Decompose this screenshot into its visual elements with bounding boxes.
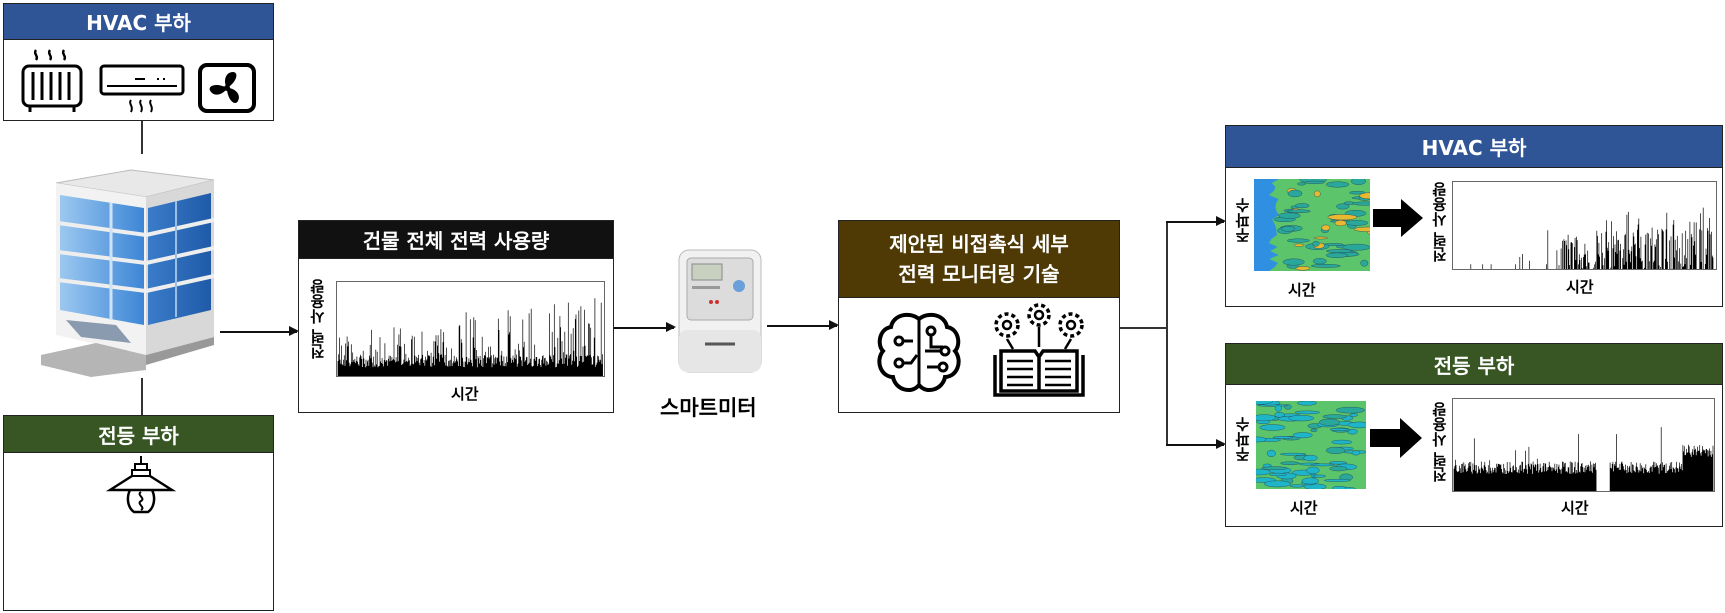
right-arrow-icon bbox=[1370, 418, 1422, 458]
right-arrow-icon bbox=[1373, 199, 1423, 237]
total-usage-xlabel: 시간 bbox=[451, 385, 479, 403]
brain-circuit-icon bbox=[877, 312, 961, 393]
total-usage-ylabel: 전력 사용량 bbox=[309, 279, 327, 360]
connector-line bbox=[141, 378, 143, 416]
arrow-usage-to-meter bbox=[614, 323, 676, 331]
hvac-spectrogram bbox=[1254, 179, 1370, 271]
lighting-power-plot bbox=[1452, 398, 1715, 492]
proposed-title-line1: 제안된 비접촉식 세부 bbox=[889, 232, 1069, 256]
proposed-title: 제안된 비접촉식 세부 전력 모니터링 기술 bbox=[839, 221, 1119, 298]
left-hvac-box: HVAC 부하 bbox=[3, 3, 274, 121]
left-lighting-title: 전등 부하 bbox=[4, 416, 273, 453]
hvac-plot-xlabel: 시간 bbox=[1566, 278, 1594, 296]
lighting-plot-xlabel: 시간 bbox=[1561, 499, 1589, 517]
lighting-spectrogram-ylabel: 주파수 bbox=[1234, 417, 1252, 462]
signal-trace bbox=[1470, 207, 1714, 269]
proposed-title-line2: 전력 모니터링 기술 bbox=[898, 262, 1060, 286]
smart-meter-label: 스마트미터 bbox=[660, 396, 757, 420]
lighting-spectrogram bbox=[1256, 401, 1366, 489]
light-bulb-icon bbox=[106, 456, 176, 514]
connector-line bbox=[1120, 327, 1166, 329]
fan-icon bbox=[198, 63, 256, 113]
right-lighting-box: 전등 부하 주파수 시간 전력 사용량 시간 bbox=[1225, 343, 1723, 527]
right-hvac-box: HVAC 부하 주파수 시간 전력 사용량 시간 bbox=[1225, 125, 1723, 307]
hvac-plot-ylabel: 전력 사용량 bbox=[1431, 182, 1449, 263]
total-usage-box: 건물 전체 전력 사용량 전력 사용량 시간 bbox=[298, 220, 614, 413]
right-hvac-title: HVAC 부하 bbox=[1226, 126, 1722, 168]
gears-book-icon bbox=[993, 303, 1085, 397]
building-icon bbox=[41, 169, 215, 377]
lighting-spectrogram-xlabel: 시간 bbox=[1290, 499, 1318, 517]
arrow-to-lighting-result bbox=[1166, 440, 1226, 448]
hvac-power-plot bbox=[1452, 181, 1717, 270]
proposed-technique-box: 제안된 비접촉식 세부 전력 모니터링 기술 bbox=[838, 220, 1120, 413]
arrow-building-to-usage bbox=[220, 327, 299, 335]
left-lighting-box: 전등 부하 bbox=[3, 415, 274, 611]
smart-meter-icon bbox=[678, 249, 762, 373]
hvac-spectrogram-xlabel: 시간 bbox=[1288, 281, 1316, 299]
connector-line bbox=[1166, 221, 1168, 445]
arrow-to-hvac-result bbox=[1166, 217, 1226, 225]
air-conditioner-icon bbox=[99, 64, 185, 113]
left-hvac-title: HVAC 부하 bbox=[4, 4, 273, 40]
signal-trace bbox=[337, 298, 603, 376]
arrow-meter-to-proposed bbox=[767, 321, 839, 329]
total-usage-title: 건물 전체 전력 사용량 bbox=[299, 221, 613, 259]
radiator-icon bbox=[21, 49, 83, 112]
right-lighting-title: 전등 부하 bbox=[1226, 344, 1722, 385]
hvac-spectrogram-ylabel: 주파수 bbox=[1234, 198, 1252, 243]
signal-trace bbox=[1453, 427, 1714, 491]
connector-line bbox=[141, 121, 143, 154]
lighting-plot-ylabel: 전력 사용량 bbox=[1431, 402, 1449, 483]
total-usage-plot bbox=[336, 281, 605, 377]
